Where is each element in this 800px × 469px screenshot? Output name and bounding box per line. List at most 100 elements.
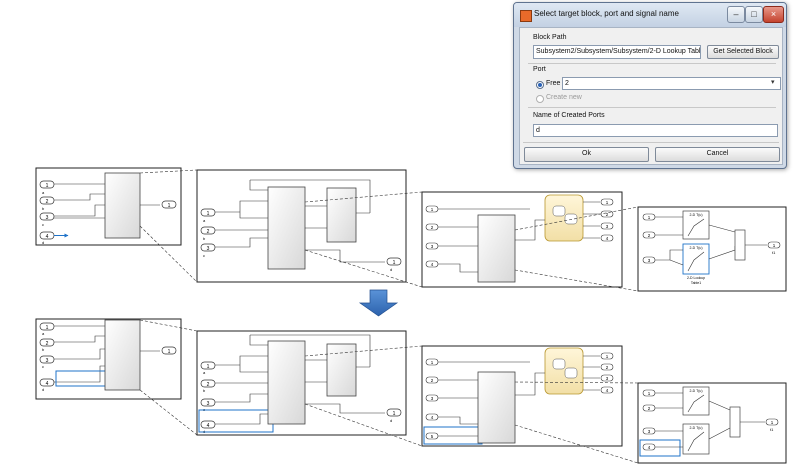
svg-text:4: 4 [431,415,434,420]
top-model-panel-after: 1 a 2 b 3 c 4 d 1 [35,318,182,400]
zoom-connectors-after [139,319,639,464]
svg-text:c: c [42,364,44,369]
svg-text:1: 1 [431,360,434,365]
top-model-panel-before: 1 a 2 b 3 c 4 d 1 [35,167,182,246]
ok-button[interactable]: Ok [524,147,649,162]
lookup-table-block: 2-D T(u) [682,210,710,240]
minimize-button[interactable]: – [727,6,745,23]
free-radio-label: Free [546,80,561,87]
svg-text:b: b [203,236,206,241]
chevron-down-icon[interactable]: ▾ [771,79,775,86]
subsys1-inports-before: 1 a 2 b 3 c [200,208,216,258]
svg-text:2: 2 [606,365,609,370]
stateflow-chart [544,347,584,395]
svg-text:3: 3 [46,215,49,221]
transform-down-arrow [358,289,399,317]
create-new-radio[interactable] [536,95,544,103]
svg-text:3: 3 [648,258,651,263]
sum-block [734,229,746,261]
svg-text:2: 2 [46,199,49,205]
highlight-box [639,439,681,457]
svg-text:4: 4 [46,381,49,387]
svg-text:d: d [390,267,392,272]
inner-subsystem-block [477,214,516,283]
svg-text:2-D T(u): 2-D T(u) [690,426,703,430]
port-name-input[interactable]: d [533,124,778,137]
svg-text:1: 1 [46,325,49,331]
svg-text:3: 3 [207,246,210,252]
svg-text:1: 1 [393,260,396,266]
svg-text:3: 3 [431,396,434,401]
svg-text:b: b [42,347,45,352]
subsystem3-panel-after: 1 2 3 4 2-D T(u) 2-D T(u) 1 t1 [637,382,787,464]
dialog-titlebar[interactable]: Select target block, port and signal nam… [514,3,786,27]
select-target-dialog: Select target block, port and signal nam… [513,2,787,169]
cancel-button[interactable]: Cancel [655,147,780,162]
matlab-icon [520,10,532,22]
free-radio[interactable] [536,81,544,89]
port-select[interactable]: 2 [562,77,781,90]
svg-text:1: 1 [648,391,651,396]
maximize-button[interactable]: □ [745,6,763,23]
svg-text:t1: t1 [770,427,774,432]
separator [528,107,776,108]
svg-text:1: 1 [207,364,210,370]
svg-text:2: 2 [648,233,651,238]
subsystem2-panel-after: 1 2 3 4 5 1 2 3 4 [421,345,623,447]
svg-text:4: 4 [431,262,434,267]
svg-text:2: 2 [46,341,49,347]
inner-subsystem-block-2 [326,187,357,243]
svg-text:a: a [42,190,45,195]
inport-a: 1 a [39,180,55,195]
svg-text:3: 3 [46,358,49,364]
svg-text:1: 1 [606,200,609,205]
svg-text:2: 2 [207,229,210,235]
top-model-inports-before: 1 a 2 b 3 c 4 d [39,180,55,245]
svg-text:2-D Lookup: 2-D Lookup [687,276,705,280]
lookup-table1-block [682,423,710,455]
inner-subsystem-block [477,371,516,444]
svg-text:4: 4 [606,388,609,393]
subsys3-inports-before: 1 2 3 [642,213,656,264]
svg-text:d: d [42,387,44,392]
inner-subsystem-block [267,186,306,270]
svg-text:d: d [390,418,392,423]
outport-d: 1 d [386,257,402,272]
sum-block [729,406,741,438]
stateflow-chart [544,194,584,242]
inport-a: 1 a [200,208,216,223]
svg-text:1: 1 [168,349,171,355]
subsystem3-panel-before: 1 2 3 2-D T(u) 2-D T(u) 2-D Lookup Table… [637,206,787,292]
svg-text:a: a [42,331,45,336]
svg-text:a: a [203,370,206,375]
svg-text:5: 5 [431,434,434,439]
svg-text:Table1: Table1 [691,281,701,285]
subsystem-block [104,319,141,391]
svg-text:3: 3 [606,376,609,381]
svg-text:2: 2 [431,225,434,230]
get-selected-block-button[interactable]: Get Selected Block [707,45,779,59]
close-button[interactable]: × [763,6,784,23]
subsystem1-panel-before: 1 a 2 b 3 c 1 d [196,169,407,283]
svg-text:4: 4 [648,445,651,450]
svg-text:2: 2 [606,212,609,217]
svg-text:1: 1 [773,243,776,248]
svg-text:2: 2 [431,378,434,383]
svg-text:b: b [42,206,45,211]
block-path-label: Block Path [533,34,567,41]
svg-text:2-D T(u): 2-D T(u) [690,246,703,250]
svg-text:1: 1 [168,203,171,209]
inner-subsystem-block [267,340,306,425]
svg-text:4: 4 [207,423,210,429]
dialog-body: Block Path Subsystem2/Subsystem/Subsyste… [519,27,783,165]
subsystem-block [104,172,141,239]
svg-text:1: 1 [393,411,396,417]
subsys2-inports-before: 1 2 3 4 [425,205,439,268]
inport-c: 3 c [39,212,55,227]
inport-c: 3 c [200,243,216,258]
svg-text:c: c [203,253,205,258]
block-path-field[interactable]: Subsystem2/Subsystem/Subsystem/2-D Looku… [533,45,701,59]
zoom-connectors-before [139,169,639,292]
svg-text:1: 1 [207,211,210,217]
lookup-table1-block: 2-D T(u) 2-D Lookup Table1 [682,243,710,285]
